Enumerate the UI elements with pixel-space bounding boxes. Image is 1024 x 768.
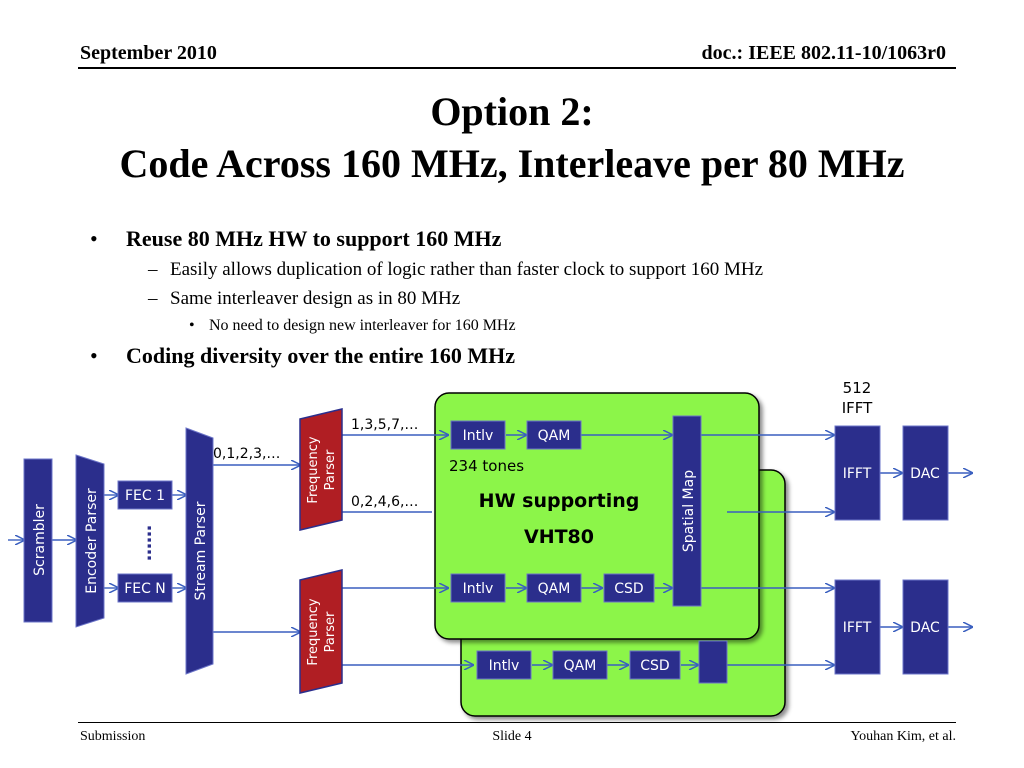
bullet-dot: • [189,317,195,334]
header-doc-id: doc.: IEEE 802.11-10/1063r0 [701,42,946,64]
hw-label-line2: VHT80 [524,526,594,548]
intlv-block-bottom [476,650,532,680]
bullet-coding-diversity: • Coding diversity over the entire 160 M… [90,343,516,369]
spatial-map-back-block [698,640,728,684]
dac-label-top: DAC [910,466,940,482]
bullet-interleaver: – Same interleaver design as in 80 MHz [148,288,461,310]
qam-label-top: QAM [538,428,571,444]
intlv-label-bottom: Intlv [489,658,520,674]
tones-label: 234 tones [449,457,524,475]
intlv-block-top [450,420,506,450]
frequency-parser-1-line2: Parser [323,449,338,490]
ifft-label-top: IFFT [843,466,872,482]
header-date: September 2010 [80,42,217,64]
intlv-block-mid [450,573,506,603]
fec-ellipsis: …… [135,525,156,561]
dac-block-top [902,425,949,521]
fecn-label: FEC N [124,581,166,597]
bullet-reuse: • Reuse 80 MHz HW to support 160 MHz [90,226,502,252]
fec1-label: FEC 1 [125,488,165,504]
spatial-map-label: Spatial Map [681,470,697,552]
frequency-parser-2-line2: Parser [323,611,338,652]
qam-block-bottom [552,650,608,680]
bullet-dash: – [148,259,158,280]
ifft-size-line2: IFFT [842,399,873,417]
frequency-parser-1-line1: Frequency [306,436,321,503]
dac-block-bottom [902,579,949,675]
qam-block-mid [526,573,582,603]
csd-label-mid: CSD [614,581,643,597]
qam-label-mid: QAM [538,581,571,597]
csd-label-bottom: CSD [640,658,669,674]
footer-slide-number: Slide 4 [492,729,532,744]
odd-tones-label: 1,3,5,7,… [351,417,418,433]
bullet-duplication-text: Easily allows duplication of logic rathe… [170,259,764,280]
ifft-label-bottom: IFFT [843,620,872,636]
bullet-coding-diversity-text: Coding diversity over the entire 160 MHz [126,343,516,368]
csd-block-bottom [629,650,681,680]
frequency-parser-1-block [299,408,343,531]
even-tones-label: 0,2,4,6,… [351,494,418,510]
ifft-block-bottom [834,579,881,675]
footer-author: Youhan Kim, et al. [850,729,956,744]
stream-parser-label: Stream Parser [193,501,209,600]
bullet-duplication: – Easily allows duplication of logic rat… [148,259,764,281]
slide-title-line2: Code Across 160 MHz, Interleave per 80 M… [119,141,905,186]
fecn-block [117,573,173,603]
ifft-size-line1: 512 [843,379,872,397]
encoder-parser-label: Encoder Parser [84,488,100,594]
spatial-map-block [672,415,702,607]
dac-label-bottom: DAC [910,620,940,636]
frequency-parser-2-block [299,569,343,694]
bullet-dash: – [148,288,158,309]
bullet-reuse-text: Reuse 80 MHz HW to support 160 MHz [126,226,502,251]
stream-parser-block [185,427,214,675]
encoder-parser-block [75,454,105,628]
bullet-no-new-interleaver: • No need to design new interleaver for … [189,317,516,335]
bullet-dot: • [90,343,98,368]
footer-rule [78,722,956,723]
footer-submission: Submission [80,729,146,744]
hw-label-line1: HW supporting [479,490,640,512]
qam-label-bottom: QAM [564,658,597,674]
stream-output-label: 0,1,2,3,… [213,446,280,462]
bullet-interleaver-text: Same interleaver design as in 80 MHz [170,288,461,309]
header-rule [78,67,956,69]
intlv-label-mid: Intlv [463,581,494,597]
fec1-block [117,480,173,510]
qam-block-top [526,420,582,450]
intlv-label-top: Intlv [463,428,494,444]
bullet-dot: • [90,226,98,251]
scrambler-block [23,458,53,623]
scrambler-label: Scrambler [32,504,48,576]
frequency-parser-2-line1: Frequency [306,598,321,665]
csd-block-mid [603,573,655,603]
bullet-no-new-interleaver-text: No need to design new interleaver for 16… [209,317,516,334]
ifft-block-top [834,425,881,521]
slide-title-line1: Option 2: [430,89,594,134]
